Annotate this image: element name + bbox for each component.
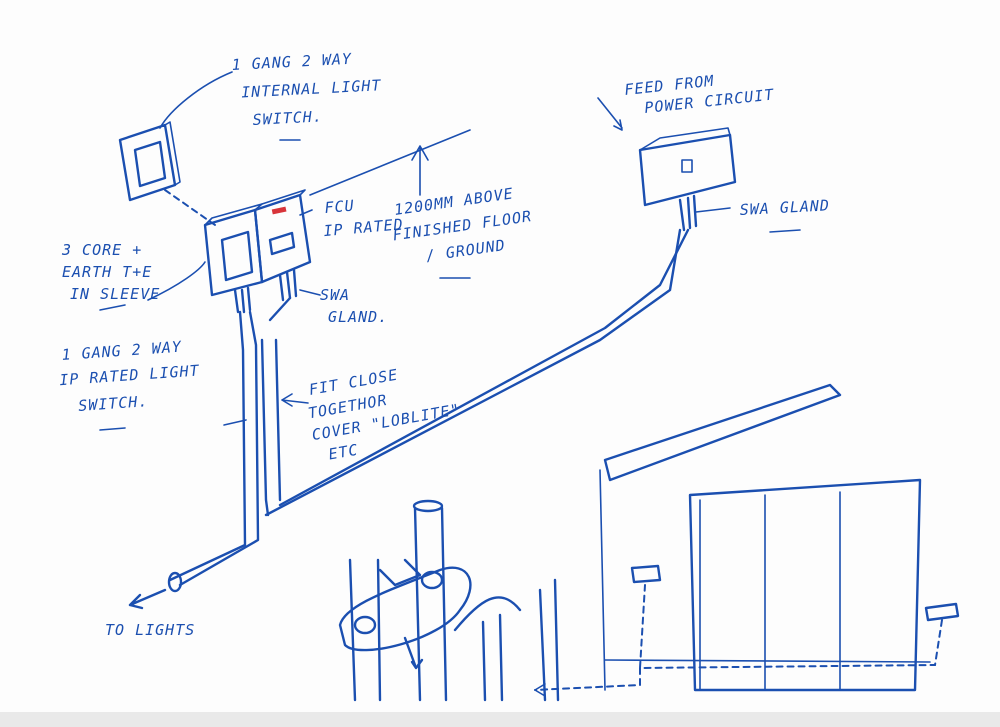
- power-socket-icon: [638, 127, 737, 232]
- gate-post-detail: [338, 499, 560, 702]
- scan-edge: [0, 712, 1000, 727]
- to-lights-label: TO LIGHTS: [105, 621, 195, 639]
- internal-switch-icon: [118, 121, 181, 202]
- feed-arrow: [597, 97, 623, 131]
- swa-gland-right-label: SWA GLAND: [739, 196, 830, 219]
- left-swa-gland-icon: [233, 268, 298, 314]
- building-sketch: [599, 383, 960, 692]
- fcu-indicator: [271, 206, 287, 215]
- to-lights-arrow: [128, 588, 167, 610]
- underline-marks: [99, 139, 801, 431]
- height-label: 1200MM ABOVE FINISHED FLOOR / GROUND: [388, 181, 546, 269]
- internal-switch-label: 1 GANG 2 WAY INTERNAL LIGHT SWITCH.: [231, 48, 393, 130]
- underground-route: [534, 584, 943, 691]
- fcu-icon: [253, 189, 312, 284]
- cable-runs: [167, 228, 690, 593]
- wall-line: [309, 129, 471, 196]
- route-arrow: [534, 683, 546, 697]
- ip-switch-label: 1 GANG 2 WAY IP RATED LIGHT SWITCH.: [57, 336, 212, 416]
- leader-lines: [147, 71, 731, 426]
- height-arrow: [411, 145, 429, 196]
- three-core-label: 3 CORE + EARTH T+E IN SLEEVE: [61, 241, 162, 303]
- switch-link-dashes: [164, 189, 216, 226]
- feed-label: FEED FROM POWER CIRCUIT: [624, 66, 776, 119]
- swa-gland-left-label: SWA GLAND.: [320, 286, 388, 326]
- building-socket-icon: [924, 602, 960, 622]
- clip-label: FIT CLOSE TOGETHOR COVER "LOBLITE" ETC: [303, 354, 476, 466]
- building-switch-icon: [630, 564, 662, 584]
- ip-switch-icon: [203, 203, 264, 297]
